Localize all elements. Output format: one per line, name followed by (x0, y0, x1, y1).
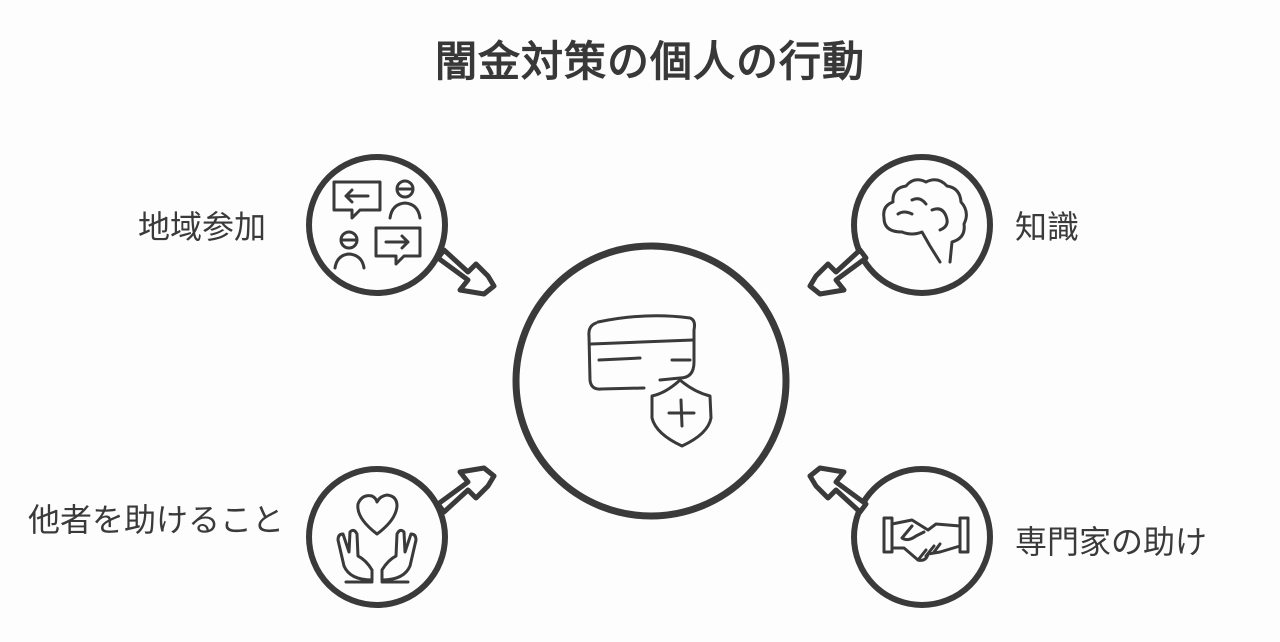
brain-icon (882, 178, 968, 264)
node-expert-help (851, 466, 993, 608)
arrow-helping-to-center (435, 465, 497, 515)
arrow-knowledge-to-center (807, 247, 869, 297)
label-knowledge: 知識 (1015, 208, 1080, 246)
label-community: 地域参加 (138, 208, 267, 246)
label-expert-help: 専門家の助け (1015, 523, 1208, 561)
arrow-community-to-center (435, 247, 497, 297)
center-node (512, 242, 790, 520)
chat-people-icon (332, 179, 422, 270)
label-helping-others: 他者を助けること (28, 501, 285, 539)
node-helping-others (306, 466, 448, 608)
node-knowledge (851, 154, 993, 296)
heart-hands-icon (336, 493, 418, 584)
node-community (306, 154, 448, 296)
diagram-title: 闇金対策の個人の行動 (434, 37, 865, 86)
credit-card-shield-icon (587, 314, 713, 448)
handshake-icon (882, 516, 970, 562)
arrow-expert-to-center (807, 465, 869, 515)
